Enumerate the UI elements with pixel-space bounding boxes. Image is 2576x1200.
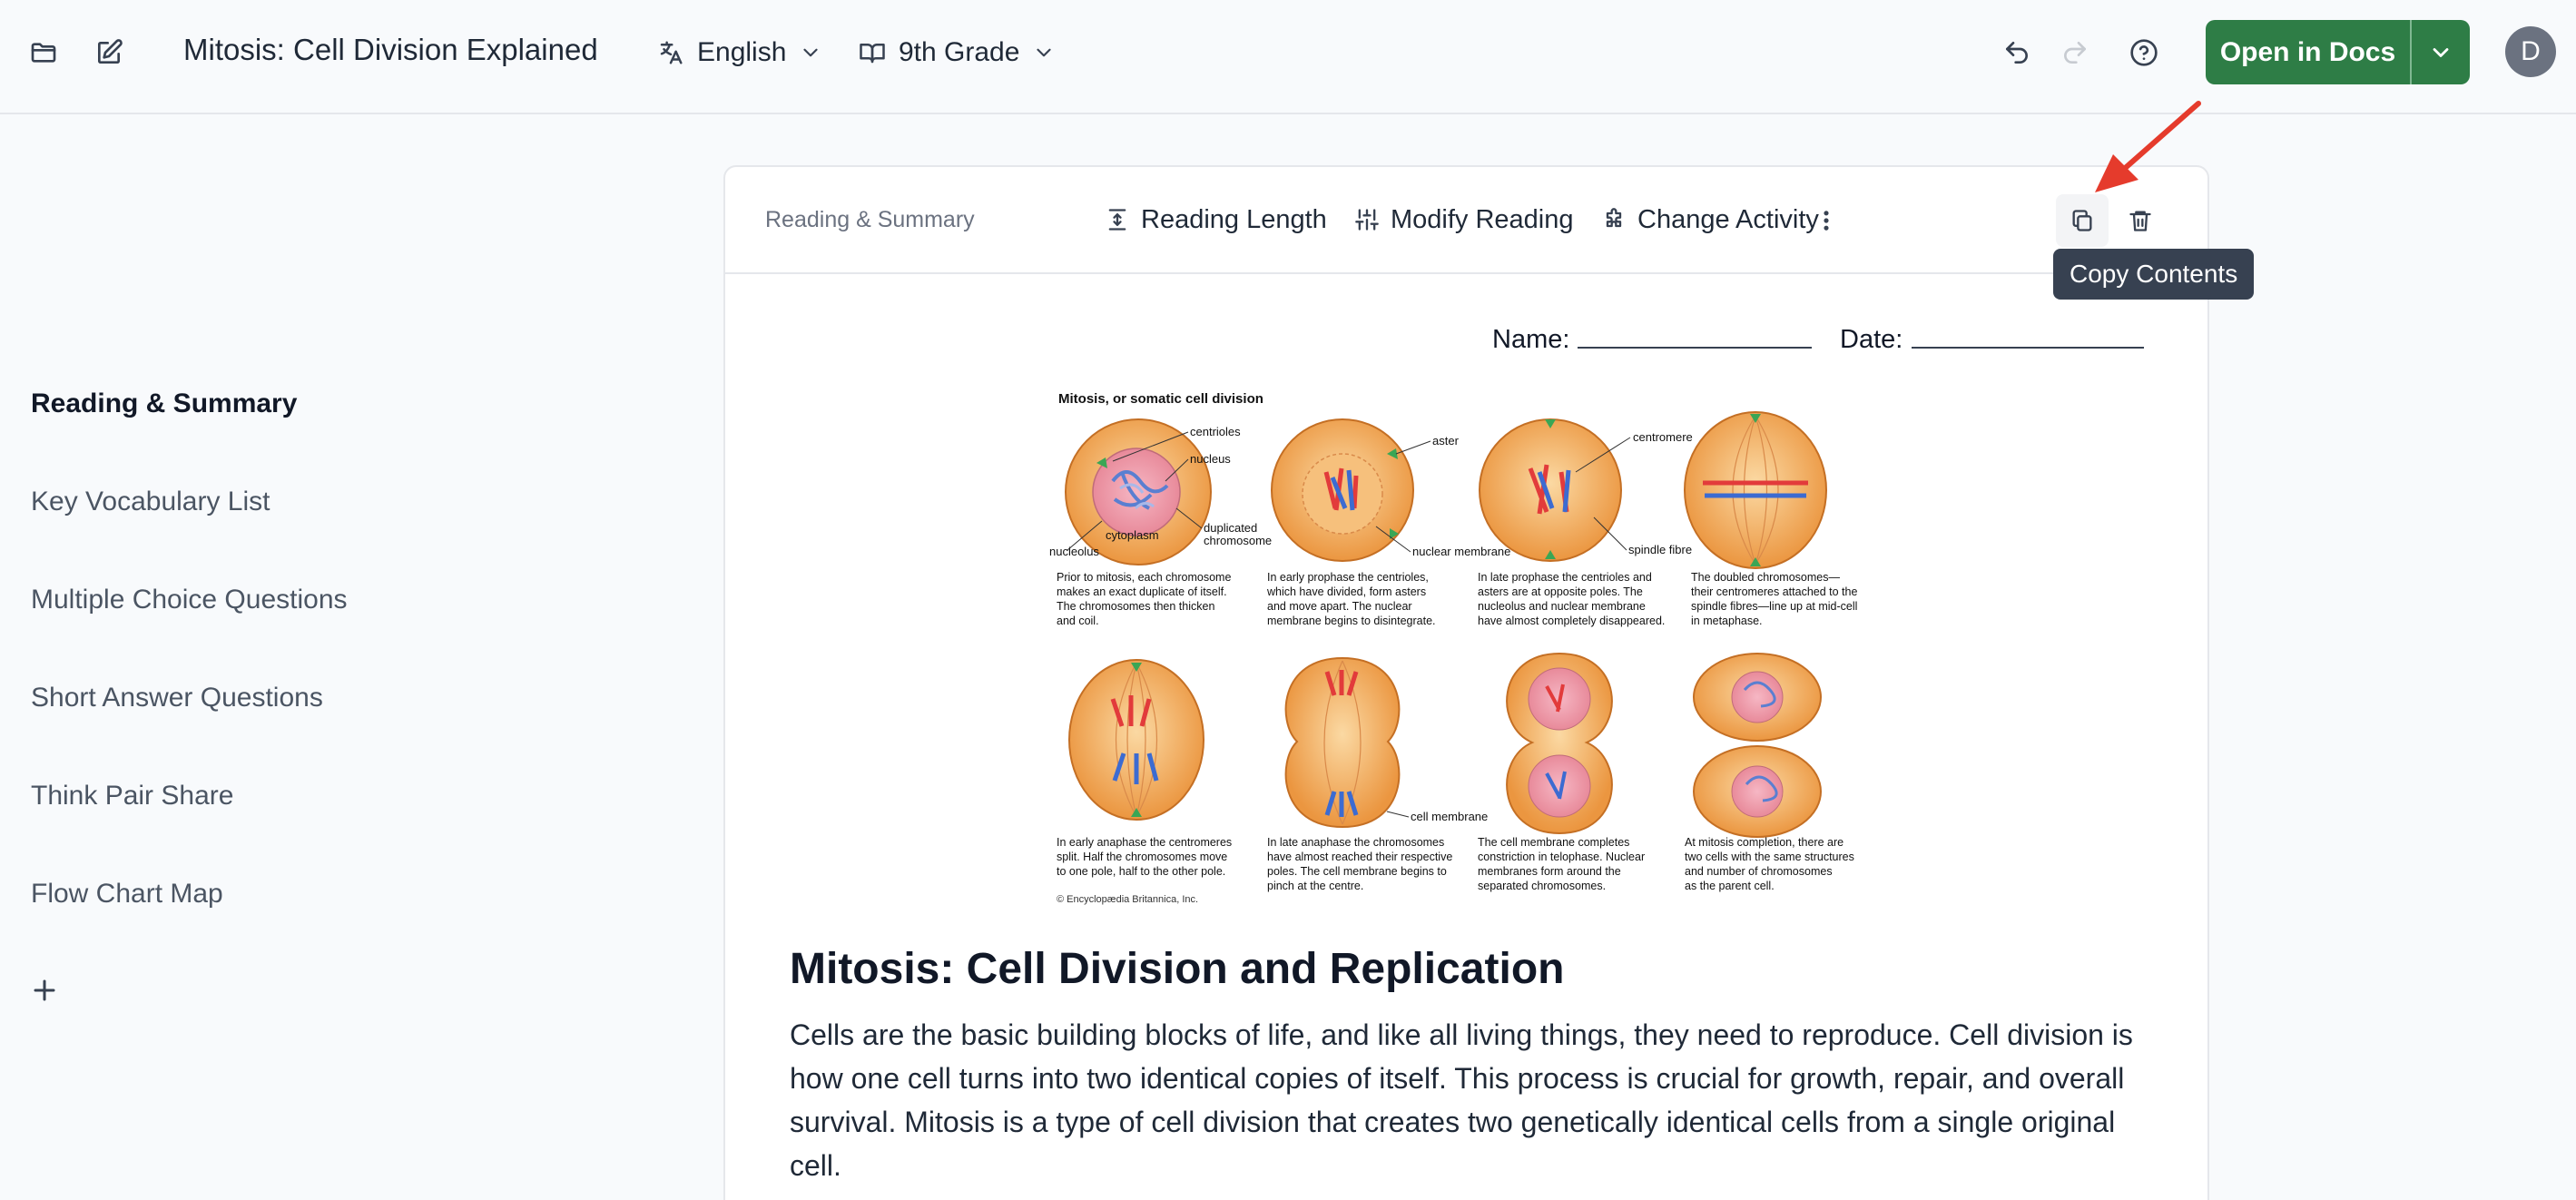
label-duplicated: duplicated bbox=[1204, 521, 1257, 535]
user-avatar[interactable]: D bbox=[2505, 26, 2556, 77]
language-selector[interactable]: English bbox=[657, 33, 822, 73]
label-chromosome: chromosome bbox=[1204, 534, 1272, 547]
add-section-button[interactable] bbox=[31, 977, 58, 1004]
chevron-down-icon bbox=[1037, 48, 1052, 57]
open-in-docs-label[interactable]: Open in Docs bbox=[2219, 36, 2396, 67]
svg-text:In early anaphase the centrome: In early anaphase the centromeressplit. … bbox=[1057, 836, 1232, 878]
book-icon bbox=[860, 44, 885, 64]
card-section-name: Reading & Summary bbox=[765, 207, 975, 232]
sidebar-item-multiple-choice[interactable]: Multiple Choice Questions bbox=[31, 585, 348, 615]
sidebar-item-flow-chart-map[interactable]: Flow Chart Map bbox=[31, 879, 223, 909]
grade-selector[interactable]: 9th Grade bbox=[859, 33, 1056, 73]
label-centrioles: centrioles bbox=[1190, 425, 1241, 438]
change-activity-label: Change Activity bbox=[1637, 204, 1819, 234]
trash-icon bbox=[2129, 211, 2151, 231]
top-bar: Mitosis: Cell Division Explained English… bbox=[0, 0, 2576, 114]
date-blank-line bbox=[1912, 347, 2144, 349]
figure-title: Mitosis, or somatic cell division bbox=[1058, 391, 1263, 407]
open-in-docs-button[interactable]: Open in Docs bbox=[2206, 20, 2470, 84]
label-cytoplasm: cytoplasm bbox=[1106, 528, 1159, 542]
grade-value: 9th Grade bbox=[899, 37, 1020, 67]
reading-length-button[interactable]: Reading Length bbox=[1105, 202, 1327, 238]
sidebar-item-short-answer[interactable]: Short Answer Questions bbox=[31, 683, 323, 713]
svg-text:In late prophase the centriole: In late prophase the centrioles andaster… bbox=[1478, 571, 1665, 627]
cell-daughter-cells bbox=[1693, 653, 1822, 838]
svg-text:In early prophase the centriol: In early prophase the centrioles,which h… bbox=[1266, 571, 1436, 627]
document-title[interactable]: Mitosis: Cell Division Explained bbox=[183, 33, 598, 66]
undo-icon[interactable] bbox=[1999, 34, 2035, 71]
cell-early-anaphase bbox=[1068, 659, 1204, 821]
reading-body: Cells are the basic building blocks of l… bbox=[790, 1018, 2133, 1182]
redo-icon[interactable] bbox=[2057, 34, 2093, 71]
label-nucleolus: nucleolus bbox=[1049, 545, 1099, 558]
chevron-down-icon bbox=[803, 48, 818, 57]
label-nuclear-membrane: nuclear membrane bbox=[1412, 545, 1510, 558]
copy-icon bbox=[2072, 210, 2092, 231]
open-in-docs-dropdown[interactable] bbox=[2410, 20, 2470, 84]
cell-telophase bbox=[1506, 652, 1613, 835]
label-cell-membrane: cell membrane bbox=[1411, 810, 1488, 823]
more-options-button[interactable] bbox=[1800, 194, 1853, 247]
reading-title: Mitosis: Cell Division and Replication bbox=[790, 945, 1565, 993]
cell-late-prophase bbox=[1479, 418, 1622, 562]
copy-contents-tooltip: Copy Contents bbox=[2053, 249, 2255, 300]
change-activity-button[interactable]: Change Activity bbox=[1601, 202, 1819, 238]
label-aster: aster bbox=[1432, 434, 1460, 448]
name-blank-line bbox=[1578, 347, 1812, 349]
reading-card: Reading & Summary Reading Length Modify … bbox=[723, 165, 2209, 1200]
figure-credit: © Encyclopædia Britannica, Inc. bbox=[1057, 894, 1198, 905]
edit-icon[interactable] bbox=[91, 34, 127, 71]
cell-late-anaphase bbox=[1284, 656, 1401, 829]
delete-button[interactable] bbox=[2114, 194, 2167, 247]
label-nucleus: nucleus bbox=[1190, 452, 1231, 466]
folder-icon[interactable] bbox=[25, 34, 62, 71]
modify-reading-button[interactable]: Modify Reading bbox=[1354, 202, 1574, 238]
date-label: Date: bbox=[1840, 325, 1903, 354]
label-centromere: centromere bbox=[1633, 430, 1693, 444]
help-icon[interactable] bbox=[2126, 34, 2162, 71]
text-height-icon bbox=[1108, 209, 1126, 231]
translate-icon bbox=[660, 41, 683, 64]
sidebar-item-reading-summary[interactable]: Reading & Summary bbox=[31, 389, 298, 418]
svg-text:The doubled chromosomes—their: The doubled chromosomes—their centromere… bbox=[1691, 571, 1857, 627]
more-vertical-icon bbox=[1824, 211, 1829, 231]
modify-reading-label: Modify Reading bbox=[1391, 204, 1574, 234]
copy-contents-button[interactable] bbox=[2056, 194, 2109, 247]
puzzle-icon bbox=[1606, 208, 1622, 228]
sliders-icon bbox=[1355, 209, 1379, 231]
annotation-arrow-icon bbox=[2095, 101, 2201, 192]
label-spindle-fibre: spindle fibre bbox=[1628, 543, 1692, 556]
sidebar-item-key-vocabulary[interactable]: Key Vocabulary List bbox=[31, 487, 270, 516]
cell-early-prophase bbox=[1271, 418, 1414, 562]
plus-icon bbox=[34, 979, 55, 1001]
cell-metaphase bbox=[1684, 411, 1827, 569]
name-label: Name: bbox=[1492, 325, 1570, 354]
card-toolbar: Reading & Summary Reading Length Modify … bbox=[725, 167, 2207, 274]
reading-length-label: Reading Length bbox=[1141, 204, 1327, 234]
mitosis-diagram: Mitosis, or somatic cell division centri… bbox=[1049, 391, 1857, 905]
language-value: English bbox=[697, 37, 787, 67]
sidebar-item-think-pair-share[interactable]: Think Pair Share bbox=[31, 781, 234, 811]
chevron-down-icon bbox=[2433, 47, 2449, 57]
cell-interphase bbox=[1065, 418, 1212, 566]
